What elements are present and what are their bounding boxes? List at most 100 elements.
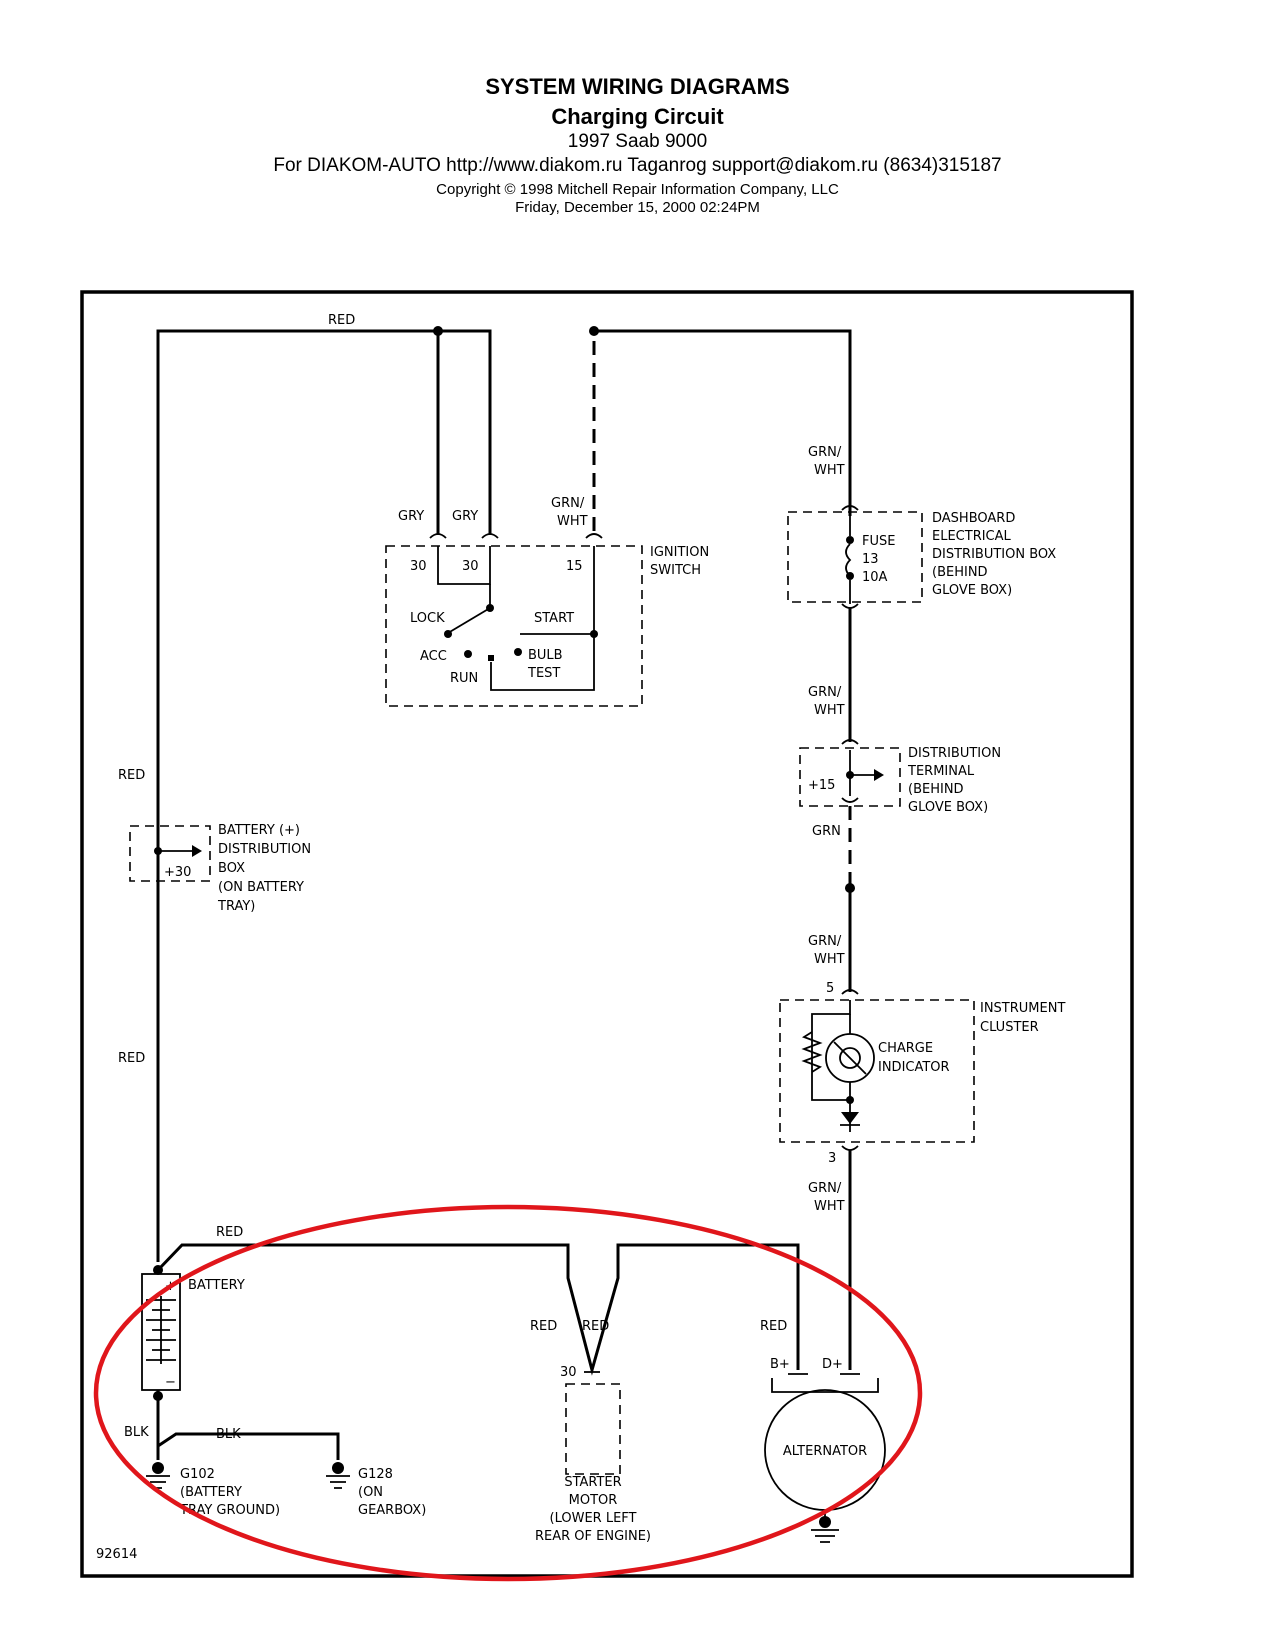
- distribution-terminal: +15 DISTRIBUTION TERMINAL (BEHIND GLOVE …: [799, 739, 1001, 815]
- instrument-cluster: 5 CHARGE INDICATOR INSTRUMENT CLUSTER 3: [779, 981, 1065, 1166]
- fuse-rating: 10A: [862, 570, 888, 585]
- wire-label-grn-4: GRN: [812, 824, 841, 839]
- datetime-line: Friday, December 15, 2000 02:24PM: [515, 199, 760, 216]
- wire-label-gry-1: GRY: [398, 509, 424, 524]
- copyright-line: Copyright © 1998 Mitchell Repair Informa…: [436, 181, 839, 198]
- g128-label-2: (ON: [358, 1485, 383, 1500]
- dist-terminal-label-1: DISTRIBUTION: [908, 746, 1001, 761]
- ignition-switch-label-2: SWITCH: [650, 563, 701, 578]
- red-main-wire: [156, 1243, 800, 1376]
- wire-label-red-main: RED: [216, 1225, 243, 1240]
- g102-label-2: (BATTERY: [180, 1485, 242, 1500]
- start-label: START: [534, 611, 574, 626]
- splice-dot: [153, 1391, 163, 1401]
- test-label: TEST: [527, 666, 560, 681]
- starter-pin-30: 30: [560, 1365, 577, 1380]
- pin-15: 15: [566, 559, 583, 574]
- g102-label-1: G102: [180, 1467, 215, 1482]
- dist-terminal-label-4: GLOVE BOX): [908, 800, 988, 815]
- page-title: SYSTEM WIRING DIAGRAMS: [485, 74, 790, 99]
- diagram-frame: [80, 290, 1134, 1578]
- dashboard-label-1: DASHBOARD: [932, 511, 1015, 526]
- pin-5: 5: [826, 981, 834, 996]
- resistor-symbol: [801, 1031, 823, 1073]
- run-label: RUN: [450, 671, 478, 686]
- wire-label-gry-2: GRY: [452, 509, 478, 524]
- wire-label-wht-2: WHT: [814, 463, 845, 478]
- g128-label-1: G128: [358, 1467, 393, 1482]
- wire-label-grn-6: GRN/: [808, 1181, 842, 1196]
- starter-label-4: REAR OF ENGINE): [535, 1529, 651, 1544]
- ground-g102: G102 (BATTERY TRAY GROUND): [146, 1462, 280, 1518]
- blk-gearbox-wire: [157, 1432, 340, 1460]
- pin-30-a: 30: [410, 559, 427, 574]
- acc-label: ACC: [420, 649, 447, 664]
- wire-label-grn-5: GRN/: [808, 934, 842, 949]
- dashboard-label-5: GLOVE BOX): [932, 583, 1012, 598]
- battery-minus: −: [165, 1375, 176, 1390]
- g128-label-3: GEARBOX): [358, 1503, 426, 1518]
- dist-terminal-label-3: (BEHIND: [908, 782, 964, 797]
- wire-label-red-starter-1: RED: [530, 1319, 557, 1334]
- g102-label-3: TRAY GROUND): [179, 1503, 280, 1518]
- battery: + − BATTERY: [141, 1273, 245, 1391]
- ignition-switch: GRY GRY GRN/ WHT 30 30 15 LOCK START ACC…: [385, 496, 709, 707]
- battery-box-label-5: TRAY): [217, 899, 255, 914]
- wire-label-grn-1: GRN/: [551, 496, 585, 511]
- indicator-label: INDICATOR: [878, 1060, 950, 1075]
- cluster-label-2: CLUSTER: [980, 1020, 1039, 1035]
- dashboard-label-3: DISTRIBUTION BOX: [932, 547, 1056, 562]
- wire-label-grn-3: GRN/: [808, 685, 842, 700]
- pin-30-b: 30: [462, 559, 479, 574]
- pin-3: 3: [828, 1151, 836, 1166]
- vehicle-label: 1997 Saab 9000: [567, 131, 708, 152]
- diode-symbol: [841, 1112, 859, 1124]
- starter-label-1: STARTER: [564, 1475, 621, 1490]
- cluster-label-1: INSTRUMENT: [980, 1001, 1065, 1016]
- wire-label-wht-3: WHT: [814, 703, 845, 718]
- dashboard-label-2: ELECTRICAL: [932, 529, 1012, 544]
- red-highlight-ellipse: [93, 1204, 923, 1582]
- gry-wire-2: [438, 329, 492, 535]
- wire-label-red-alt: RED: [760, 1319, 787, 1334]
- dashboard-label-4: (BEHIND: [932, 565, 988, 580]
- wire-label-wht-6: WHT: [814, 1199, 845, 1214]
- red-feed-wire: [156, 329, 438, 1262]
- terminal-15: +15: [808, 778, 835, 793]
- alternator-label: ALTERNATOR: [783, 1444, 867, 1459]
- alt-d-plus: D+: [822, 1357, 843, 1372]
- dashboard-distribution-box: FUSE 13 10A DASHBOARD ELECTRICAL DISTRIB…: [787, 505, 1056, 609]
- wire-label-red-left-2: RED: [118, 1051, 145, 1066]
- starter-motor: 30 STARTER MOTOR (LOWER LEFT REAR OF ENG…: [535, 1365, 651, 1544]
- splice-dot: [153, 1265, 163, 1275]
- wire-label-blk-1: BLK: [124, 1425, 149, 1440]
- wire-label-wht-5: WHT: [814, 952, 845, 967]
- grn-wht-top-wire: [594, 329, 852, 516]
- battery-box-label-4: (ON BATTERY: [218, 880, 304, 895]
- wire-label-blk-2: BLK: [216, 1427, 241, 1442]
- lock-label: LOCK: [410, 611, 445, 626]
- ignition-switch-label-1: IGNITION: [650, 545, 709, 560]
- provider-line: For DIAKOM-AUTO http://www.diakom.ru Tag…: [273, 155, 1002, 176]
- terminal-30: +30: [164, 865, 191, 880]
- fuse-number: 13: [862, 552, 879, 567]
- battery-box-label-3: BOX: [218, 861, 245, 876]
- starter-label-2: MOTOR: [569, 1493, 618, 1508]
- starter-label-3: (LOWER LEFT: [550, 1511, 637, 1526]
- battery-box-label-2: DISTRIBUTION: [218, 842, 311, 857]
- wire-label-red-left-1: RED: [118, 768, 145, 783]
- fuse-symbol: [845, 543, 852, 577]
- page-subtitle: Charging Circuit: [551, 104, 724, 129]
- wire-label-red-starter-2: RED: [582, 1319, 609, 1334]
- charge-label: CHARGE: [878, 1041, 933, 1056]
- battery-box-label-1: BATTERY (+): [218, 823, 300, 838]
- bulb-label: BULB: [528, 648, 563, 663]
- wire-label-wht-1: WHT: [557, 514, 588, 529]
- wire-label-grn-2: GRN/: [808, 445, 842, 460]
- dist-terminal-label-2: TERMINAL: [907, 764, 975, 779]
- fuse-label: FUSE: [862, 534, 895, 549]
- battery-label: BATTERY: [188, 1278, 245, 1293]
- battery-distribution-box: +30 BATTERY (+) DISTRIBUTION BOX (ON BAT…: [129, 823, 311, 914]
- ground-g128: G128 (ON GEARBOX): [326, 1462, 426, 1518]
